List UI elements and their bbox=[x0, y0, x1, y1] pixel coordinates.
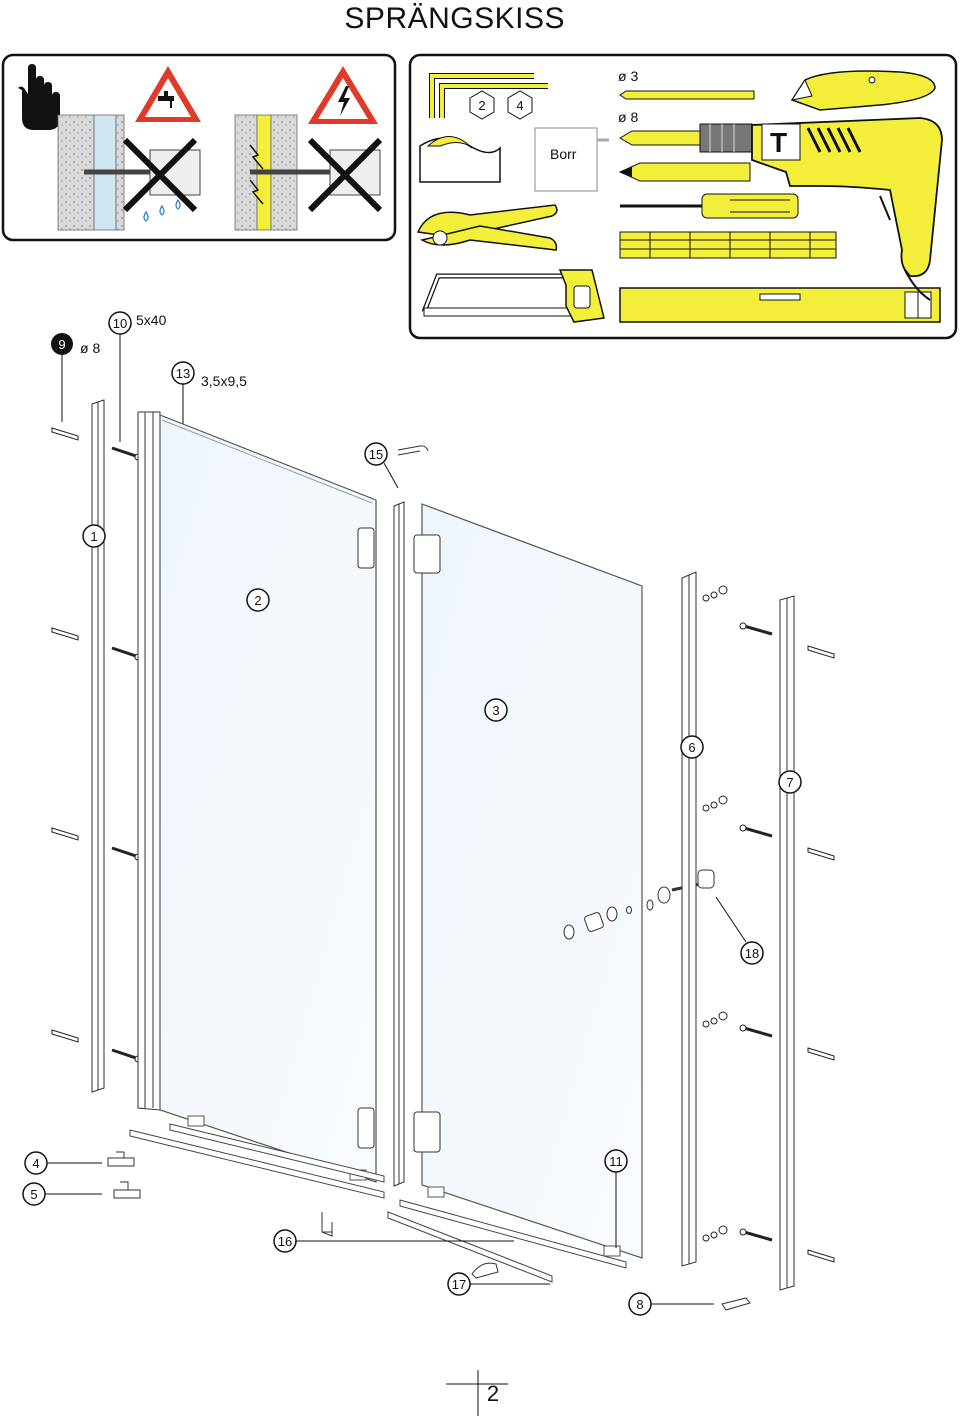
part-2-callout: 2 bbox=[246, 588, 270, 612]
wall-anchors-left bbox=[51, 427, 79, 1043]
bit-size-8: ø 8 bbox=[618, 109, 638, 125]
pliers-icon bbox=[416, 204, 558, 251]
part-1-callout: 1 bbox=[82, 524, 106, 548]
part-16-callout: 16 bbox=[273, 1229, 514, 1253]
bit-size-3: ø 3 bbox=[618, 68, 638, 84]
bottom-seals bbox=[129, 1123, 627, 1283]
svg-text:1: 1 bbox=[90, 529, 97, 544]
center-profile bbox=[393, 501, 405, 1187]
electric-warning-icon bbox=[308, 66, 378, 124]
part-7-callout: 7 bbox=[778, 770, 802, 794]
folding-rule-icon bbox=[619, 231, 837, 259]
part-18-callout: 18 bbox=[715, 896, 764, 965]
svg-text:6: 6 bbox=[688, 740, 695, 755]
part-5-callout: 5 bbox=[22, 1181, 141, 1206]
part-17-callout: 17 bbox=[447, 1262, 550, 1296]
utility-knife-icon bbox=[790, 70, 936, 111]
screwdriver-icon bbox=[620, 193, 799, 219]
svg-text:13: 13 bbox=[176, 366, 190, 381]
hex-size-4-label: 4 bbox=[516, 98, 523, 113]
svg-text:5: 5 bbox=[30, 1187, 37, 1202]
svg-text:3: 3 bbox=[492, 703, 499, 718]
svg-text:17: 17 bbox=[452, 1277, 466, 1292]
sealant-icon bbox=[419, 136, 501, 183]
water-tap-warning-icon bbox=[135, 66, 201, 122]
part-13-callout: 13 3,5x9,5 bbox=[171, 361, 247, 428]
page-title: SPRÄNGSKISS bbox=[344, 2, 565, 35]
wall-profile-right-outer bbox=[779, 595, 795, 1291]
water-pipe-wall bbox=[57, 114, 201, 231]
svg-text:4: 4 bbox=[32, 1156, 39, 1171]
spirit-level-icon bbox=[619, 287, 941, 323]
hinge-profile-left bbox=[137, 411, 161, 1111]
drill-bit-box bbox=[534, 127, 598, 192]
svg-text:T: T bbox=[770, 127, 787, 158]
part-9-callout: 9 ø 8 bbox=[51, 333, 100, 422]
part-11-callout: 11 bbox=[604, 1149, 628, 1248]
drill-label: Borr bbox=[550, 146, 577, 162]
wall-profile-right-inner bbox=[681, 571, 697, 1267]
svg-text:10: 10 bbox=[113, 316, 127, 331]
part-15-callout: 15 bbox=[364, 442, 429, 489]
hex-key-icon bbox=[429, 73, 548, 118]
part-4-callout: 4 bbox=[24, 1151, 135, 1175]
part-6-callout: 6 bbox=[680, 735, 704, 759]
part-13-spec: 3,5x9,5 bbox=[201, 373, 247, 389]
hex-size-2-icon bbox=[469, 90, 495, 120]
handle-parts bbox=[563, 869, 715, 940]
page-number: 2 bbox=[486, 1381, 500, 1406]
wall-fixings-right bbox=[702, 585, 835, 1263]
svg-text:16: 16 bbox=[278, 1234, 292, 1249]
tools-panel: 2 4 Borr ø 3 ø 8 bbox=[408, 53, 958, 340]
glass-panel-2 bbox=[159, 414, 377, 1183]
part-3-callout: 3 bbox=[484, 698, 508, 722]
part-10-callout: 10 5x40 bbox=[108, 311, 167, 442]
part-10-spec: 5x40 bbox=[136, 312, 167, 328]
wall-profile-left bbox=[91, 399, 105, 1093]
svg-text:18: 18 bbox=[745, 946, 759, 961]
svg-text:2: 2 bbox=[254, 593, 261, 608]
hex-size-4-icon bbox=[507, 90, 533, 120]
hand-stop-icon bbox=[18, 64, 60, 130]
screws-left bbox=[111, 446, 142, 1063]
svg-text:8: 8 bbox=[636, 1297, 643, 1312]
power-drill-icon: T bbox=[751, 117, 943, 301]
svg-text:15: 15 bbox=[369, 447, 383, 462]
warning-panel bbox=[1, 53, 397, 242]
part-9-spec: ø 8 bbox=[80, 340, 100, 356]
svg-text:7: 7 bbox=[786, 775, 793, 790]
svg-text:11: 11 bbox=[609, 1154, 623, 1169]
hex-size-2-label: 2 bbox=[478, 98, 485, 113]
pencil-icon bbox=[618, 162, 751, 182]
drill-bit-8mm-icon bbox=[619, 123, 753, 153]
svg-text:9: 9 bbox=[58, 337, 65, 352]
electric-cable-wall bbox=[234, 114, 383, 231]
glass-panel-3 bbox=[413, 503, 643, 1259]
drill-bit-3mm-icon bbox=[619, 90, 755, 100]
hacksaw-icon bbox=[421, 269, 605, 323]
part-8-callout: 8 bbox=[628, 1292, 751, 1316]
